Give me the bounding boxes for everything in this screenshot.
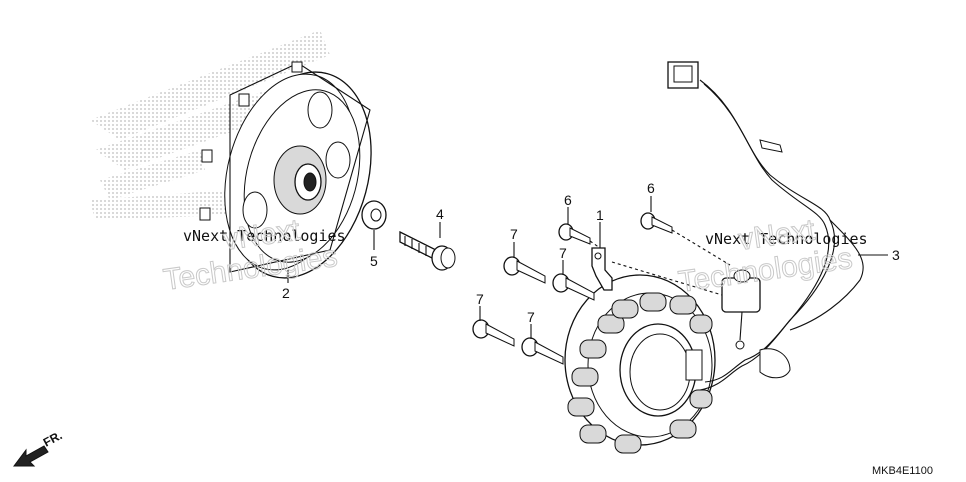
bolt-6-right	[640, 212, 731, 266]
watermark-brand-right: vNext Technologies	[705, 230, 868, 248]
front-direction-arrow	[13, 445, 49, 467]
diagram-code: MKB4E1100	[872, 465, 933, 477]
sensor-bracket	[591, 247, 723, 296]
bolt-7-lower-right	[521, 337, 564, 365]
callout-7-upper-left: 7	[510, 226, 518, 242]
stator-coil	[564, 274, 716, 454]
leader-lines	[287, 196, 888, 339]
flywheel-rotor	[199, 61, 372, 279]
callout-3: 3	[892, 247, 900, 263]
callout-7-lower-right: 7	[527, 309, 535, 325]
bolt-7-upper-left	[503, 256, 546, 284]
callout-7-lower-left: 7	[476, 291, 484, 307]
flywheel-bolt	[399, 230, 456, 271]
wire-harness	[667, 61, 864, 391]
washer	[361, 200, 387, 230]
callout-2: 2	[282, 285, 290, 301]
callout-7-upper-right: 7	[559, 245, 567, 261]
callout-1: 1	[596, 207, 604, 223]
bolt-7-lower-left	[472, 319, 515, 347]
callout-5: 5	[370, 253, 378, 269]
callout-6-right: 6	[647, 180, 655, 196]
bolt-7-upper-right	[552, 273, 595, 301]
bolt-6-left	[558, 223, 601, 249]
callout-4: 4	[436, 206, 444, 222]
callout-6-left: 6	[564, 192, 572, 208]
watermark-brand-left: vNext Technologies	[183, 227, 346, 245]
logo-watermark	[90, 30, 335, 220]
